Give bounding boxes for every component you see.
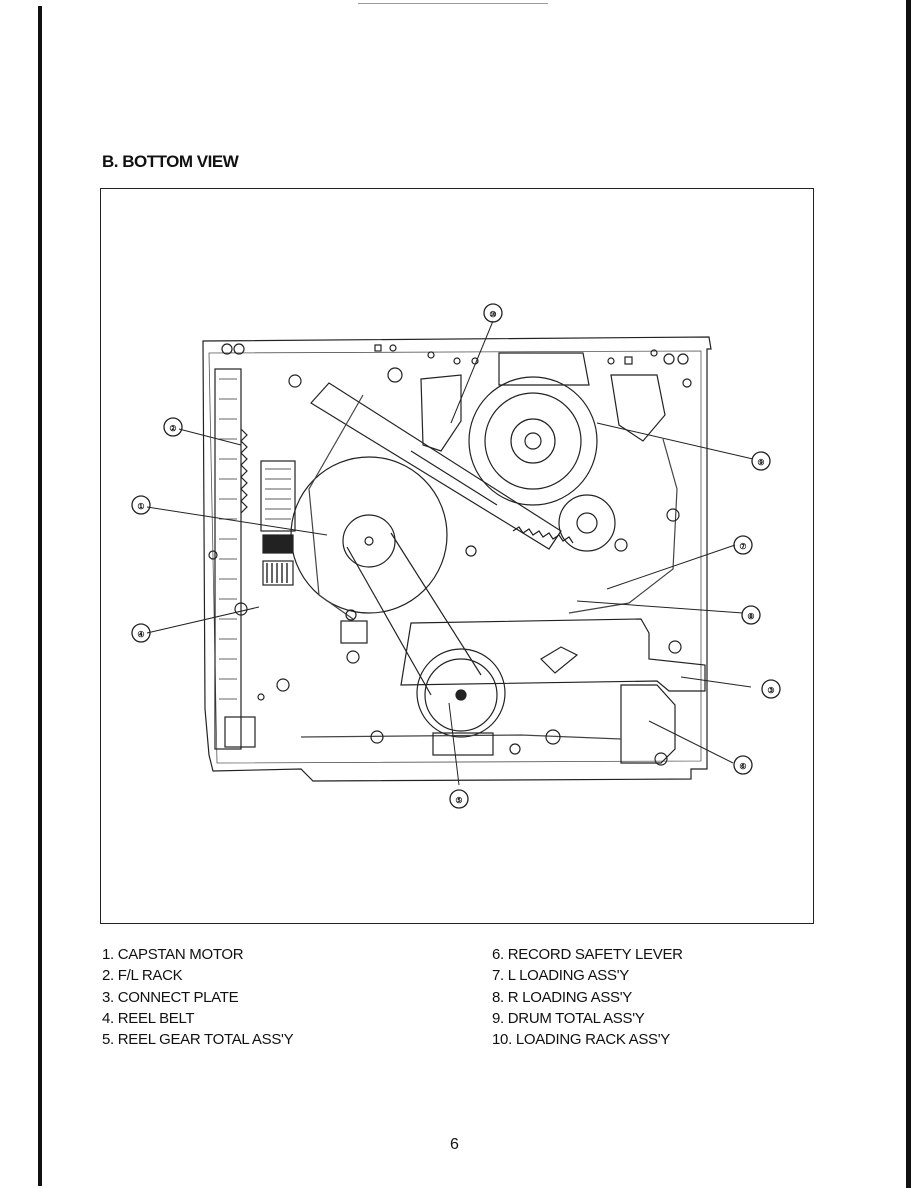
callout-label-5: ⑤ (455, 796, 462, 805)
callout-9 (751, 451, 771, 471)
connect-plate-cam (540, 646, 579, 674)
loading-rack-bar (310, 382, 562, 550)
legend-right-column: 6. RECORD SAFETY LEVER 7. L LOADING ASS'… (492, 944, 683, 1050)
bottom-bracket (432, 732, 494, 756)
callout-2 (163, 417, 183, 437)
section-title: B. BOTTOM VIEW (102, 152, 239, 171)
legend-left-column: 1. CAPSTAN MOTOR 2. F/L RACK 3. CONNECT … (102, 944, 294, 1050)
callout-label-4: ④ (137, 630, 144, 639)
reel-gear-outer (416, 648, 506, 738)
legend-item: 8. R LOADING ASS'Y (492, 988, 633, 1006)
cam-gear (558, 494, 616, 552)
plate-bracket (340, 620, 368, 644)
loading-rack-slot (410, 450, 498, 506)
capstan-pulley (342, 514, 396, 568)
capstan-driver-ic (260, 460, 296, 532)
rack-teeth-diagonal (512, 526, 574, 544)
callout-label-7: ⑦ (739, 542, 746, 551)
callout-5 (449, 789, 469, 809)
callout-7 (733, 535, 753, 555)
callout-1 (131, 495, 151, 515)
callout-label-9: ⑨ (757, 458, 764, 467)
callout-label-2: ② (169, 424, 176, 433)
drum-pcb (498, 352, 590, 386)
page-number: 6 (450, 1136, 459, 1153)
bottom-rail (300, 734, 622, 740)
reel-gear-inner (424, 658, 498, 732)
fl-rack-foot (224, 716, 256, 748)
loading-guide-left (308, 394, 364, 620)
capacitor-block-2 (262, 560, 294, 586)
callout-label-8: ⑧ (747, 612, 754, 621)
loading-arm-left (420, 374, 462, 452)
callout-label-3: ③ (767, 686, 774, 695)
callout-label-1: ① (137, 502, 144, 511)
callout-4 (131, 623, 151, 643)
connect-plate (400, 618, 706, 692)
loading-arm-right (610, 374, 666, 442)
bottom-view-figure: ⑩ ② ① ⑨ ⑦ ⑧ ④ ③ ⑥ ⑤ (100, 188, 814, 924)
drum-outer (468, 376, 598, 506)
callout-label-10: ⑩ (489, 310, 496, 319)
top-holes (208, 343, 692, 701)
drum-inner (510, 418, 556, 464)
callout-6 (733, 755, 753, 775)
legend-item: 7. L LOADING ASS'Y (492, 967, 629, 985)
fl-rack-teeth (240, 428, 248, 514)
leader-lines (146, 320, 754, 786)
legend-item: 9. DRUM TOTAL ASS'Y (492, 1009, 645, 1027)
callout-3 (761, 679, 781, 699)
legend-item: 5. REEL GEAR TOTAL ASS'Y (102, 1031, 294, 1049)
legend-item: 4. REEL BELT (102, 1009, 195, 1027)
chassis-inner-edge (208, 350, 702, 764)
mechanism-drawing: ⑩ ② ① ⑨ ⑦ ⑧ ④ ③ ⑥ ⑤ (131, 303, 781, 809)
callout-label-6: ⑥ (739, 762, 746, 771)
legend-item: 3. CONNECT PLATE (102, 988, 239, 1006)
drum-middle (484, 392, 582, 490)
legend-item: 2. F/L RACK (102, 967, 183, 985)
misc-pins (234, 367, 682, 692)
top-rule (358, 3, 548, 4)
callout-10 (483, 303, 503, 323)
reel-belt (346, 532, 482, 696)
page-edge-bar-right (906, 0, 911, 1188)
capstan-motor-disk (290, 456, 448, 614)
chassis-outline (202, 336, 712, 782)
capacitor-block-1 (262, 534, 294, 554)
callouts (131, 303, 781, 809)
legend-item: 10. LOADING RACK ASS'Y (492, 1031, 670, 1049)
record-safety-lever (620, 684, 676, 764)
loading-guide-right (568, 438, 678, 614)
legend-item: 1. CAPSTAN MOTOR (102, 946, 244, 963)
legend-item: 6. RECORD SAFETY LEVER (492, 946, 683, 963)
callout-8 (741, 605, 761, 625)
page-edge-bar-left (38, 6, 42, 1186)
